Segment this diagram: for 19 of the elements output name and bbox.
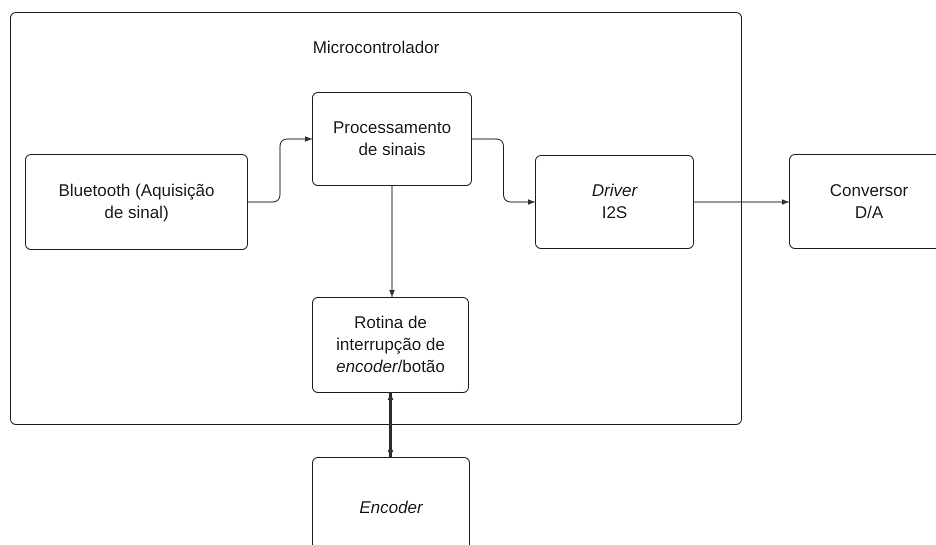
box-label: Conversor D/A [828, 180, 910, 224]
arrow [694, 199, 790, 205]
box-label: Microcontrolador [312, 37, 440, 59]
box-label: Bluetooth (Aquisição de sinal) [58, 180, 216, 224]
process-box [312, 457, 470, 545]
arrow [472, 138, 536, 205]
box-label: Encoder [359, 496, 423, 518]
box-label: Processamento de sinais [332, 117, 452, 161]
process-box [25, 154, 248, 250]
arrow [389, 186, 395, 298]
process-box [312, 297, 469, 393]
box-label: Rotina de interrupção de encoder/botão [335, 312, 446, 378]
process-box [789, 154, 936, 249]
process-box [535, 155, 694, 249]
container-box [10, 12, 742, 425]
arrow [388, 393, 394, 457]
process-box [312, 92, 472, 186]
arrow [248, 136, 312, 202]
box-label: Driver I2S [590, 180, 639, 224]
